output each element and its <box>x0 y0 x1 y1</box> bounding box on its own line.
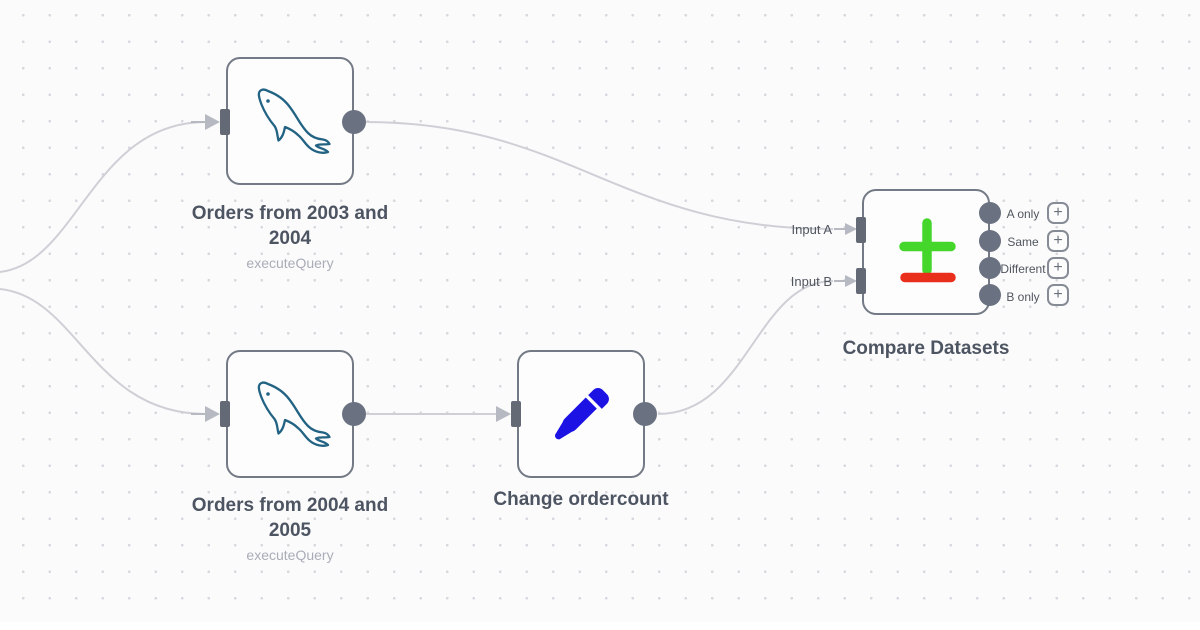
input-endpoint-compare-b[interactable] <box>856 268 866 294</box>
input-label-b: Input B <box>790 274 832 289</box>
node-title-mysql1: Orders from 2003 and 2004 <box>191 203 389 249</box>
output-endpoint-mysql1[interactable] <box>342 110 366 134</box>
node-compare-datasets[interactable] <box>862 189 990 315</box>
arrowhead-mysql1-input <box>205 114 220 130</box>
connection-set-to-inputB[interactable] <box>657 280 834 415</box>
output-endpoint-same[interactable] <box>979 230 1001 252</box>
output-endpoint-set[interactable] <box>633 402 657 426</box>
node-title-set: Change ordercount <box>493 489 669 510</box>
arrowhead-compare-inputA <box>845 223 857 235</box>
node-mysql-orders-2003-2004[interactable] <box>226 57 354 185</box>
output-label-different: Different <box>1000 261 1046 276</box>
output-label-a-only: A only <box>1006 206 1040 221</box>
connection-offscreen-to-mysql2[interactable] <box>0 288 207 415</box>
connection-mysql1-to-inputA[interactable] <box>365 121 834 231</box>
add-node-button-b-only[interactable]: + <box>1047 284 1069 306</box>
input-endpoint-compare-a[interactable] <box>856 217 866 243</box>
plus-minus-compare-icon <box>899 218 956 283</box>
mysql-dolphin-icon <box>257 381 331 447</box>
output-label-b-only: B only <box>1006 289 1040 304</box>
node-subtitle-mysql1: executeQuery <box>246 255 334 271</box>
output-label-same: Same <box>1007 234 1039 249</box>
input-endpoint-set[interactable] <box>511 401 521 427</box>
arrowhead-compare-inputB <box>845 275 857 287</box>
input-endpoint-mysql1[interactable] <box>220 109 230 135</box>
node-change-ordercount[interactable] <box>517 350 645 478</box>
arrowhead-set-input <box>496 406 511 422</box>
output-endpoint-b-only[interactable] <box>979 284 1001 306</box>
add-node-button-same[interactable]: + <box>1047 230 1069 252</box>
connection-offscreen-to-mysql1[interactable] <box>0 121 207 273</box>
output-endpoint-different[interactable] <box>979 257 1001 279</box>
node-subtitle-mysql2: executeQuery <box>246 547 334 563</box>
add-node-button-different[interactable]: + <box>1047 257 1069 279</box>
node-mysql-orders-2004-2005[interactable] <box>226 350 354 478</box>
input-endpoint-mysql2[interactable] <box>220 401 230 427</box>
output-endpoint-a-only[interactable] <box>979 202 1001 224</box>
node-title-compare: Compare Datasets <box>842 338 1010 359</box>
input-label-a: Input A <box>791 222 832 237</box>
pencil-icon <box>555 388 609 440</box>
add-node-button-a-only[interactable]: + <box>1047 202 1069 224</box>
output-endpoint-mysql2[interactable] <box>342 402 366 426</box>
mysql-dolphin-icon <box>257 88 331 154</box>
arrowhead-mysql2-input <box>205 406 220 422</box>
canvas-bottom-edge <box>0 622 1200 630</box>
node-title-mysql2: Orders from 2004 and 2005 <box>191 495 389 541</box>
